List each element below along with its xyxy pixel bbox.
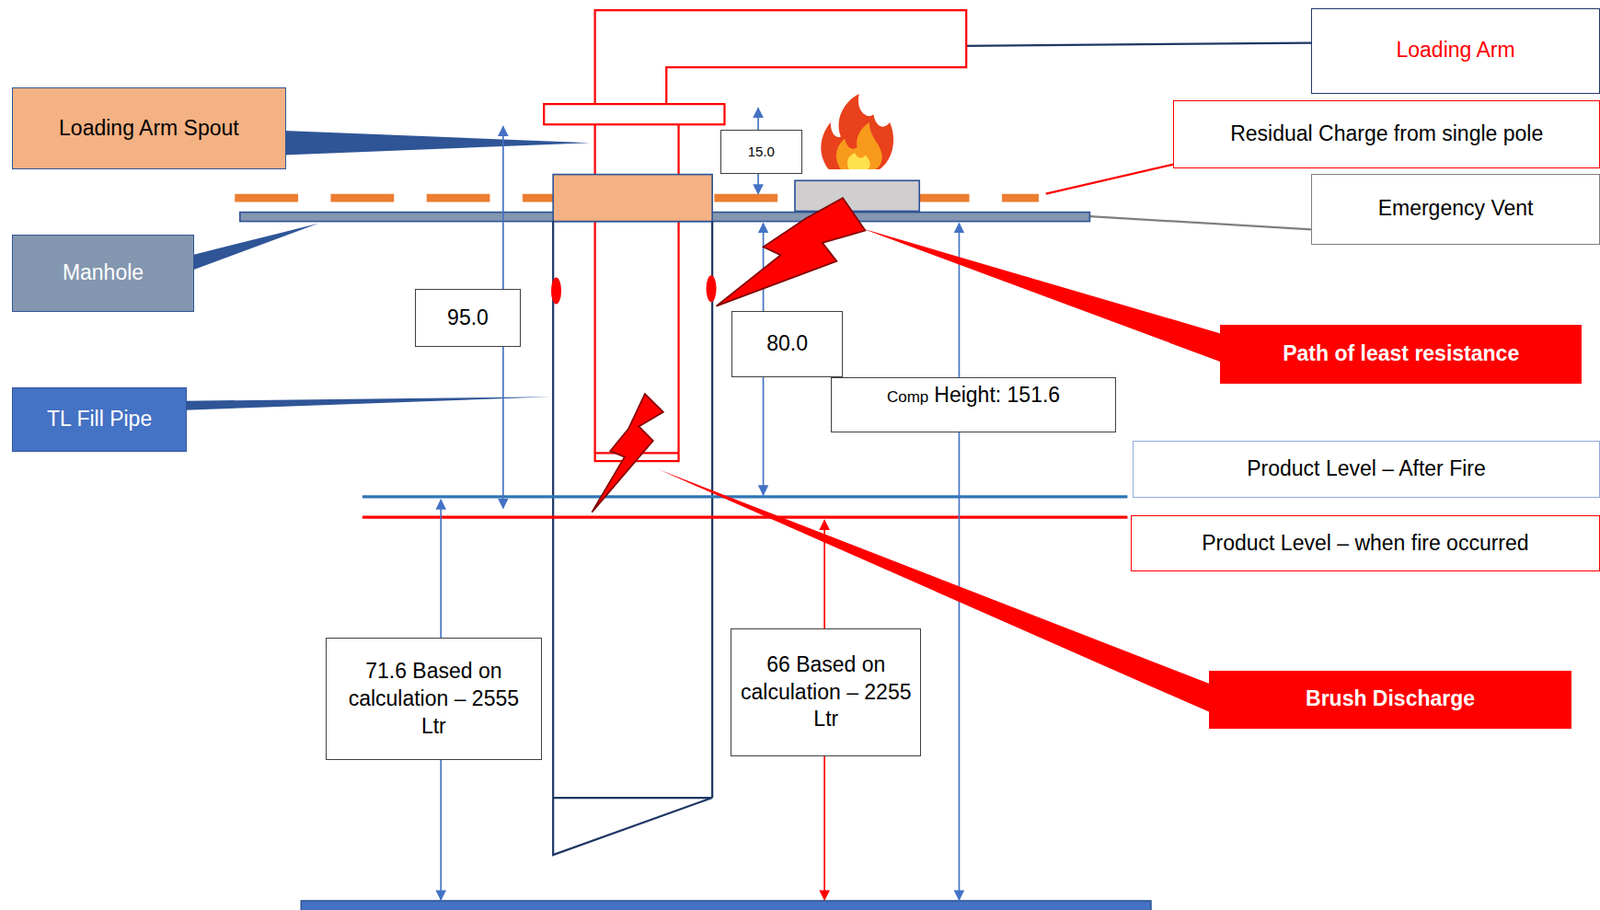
label-text: Product Level – when fire occurred	[1201, 529, 1529, 558]
spout-flange	[543, 103, 725, 125]
label-text: Height: 151.6	[933, 381, 1060, 410]
dimension-label: 15.0	[720, 129, 803, 174]
product-level-after	[362, 494, 1129, 498]
dimension-label: 95.0	[414, 288, 520, 347]
label-text: Residual Charge from single pole	[1230, 120, 1543, 149]
tank-bottom	[300, 900, 1152, 910]
label-text: 66 Based on calculation – 2255 Ltr	[738, 651, 913, 735]
fill-pipe-top	[552, 174, 713, 222]
leader-line	[966, 43, 1312, 47]
dimension-label: 80.0	[731, 310, 843, 378]
callout-tail	[184, 396, 552, 410]
label-text: Manhole	[62, 259, 144, 288]
level-label: Product Level – After Fire	[1132, 440, 1600, 498]
leader-line	[1089, 216, 1312, 230]
dimension-line	[958, 223, 961, 900]
contact-point	[705, 275, 716, 302]
label-text: Loading Arm Spout	[58, 115, 240, 143]
dimension-label: CompHeight: 151.6	[830, 377, 1117, 433]
callout-wedge	[862, 228, 1225, 363]
callout-label: TL Fill Pipe	[11, 387, 187, 452]
fire-icon	[820, 93, 894, 170]
fill-pipe	[552, 221, 713, 856]
label-text: Path of least resistance	[1282, 340, 1520, 369]
label-text: 71.6 Based on calculation – 2555 Ltr	[333, 657, 534, 741]
callout-label: Residual Charge from single pole	[1173, 100, 1600, 169]
label-text: Comp	[886, 387, 929, 408]
callout-tail	[192, 223, 319, 271]
alert-label: Brush Discharge	[1208, 670, 1572, 729]
callout-label: Emergency Vent	[1311, 173, 1600, 246]
label-text: Brush Discharge	[1305, 685, 1475, 714]
lightning-bolt	[591, 393, 664, 513]
leader-line	[1046, 162, 1179, 194]
dimension-label: 71.6 Based on calculation – 2555 Ltr	[325, 637, 542, 760]
callout-label: Loading Arm Spout	[11, 87, 286, 170]
label-text: Product Level – After Fire	[1246, 455, 1486, 484]
label-text: TL Fill Pipe	[46, 405, 152, 434]
alert-label: Path of least resistance	[1220, 324, 1582, 384]
lightning-bolt	[716, 197, 866, 307]
product-level-fire	[362, 515, 1129, 518]
level-label: Product Level – when fire occurred	[1130, 515, 1600, 572]
label-text: Loading Arm	[1395, 36, 1515, 65]
contact-point	[551, 277, 562, 305]
callout-label: Manhole	[11, 234, 194, 312]
label-text: 80.0	[766, 330, 808, 358]
label-text: Emergency Vent	[1378, 195, 1534, 223]
dimension-label: 66 Based on calculation – 2255 Ltr	[730, 628, 921, 757]
emergency-vent	[794, 180, 920, 211]
callout-label: Loading Arm	[1311, 8, 1600, 94]
label-text: 95.0	[447, 304, 489, 333]
label-text: 15.0	[748, 142, 775, 162]
callout-tail	[283, 130, 590, 156]
